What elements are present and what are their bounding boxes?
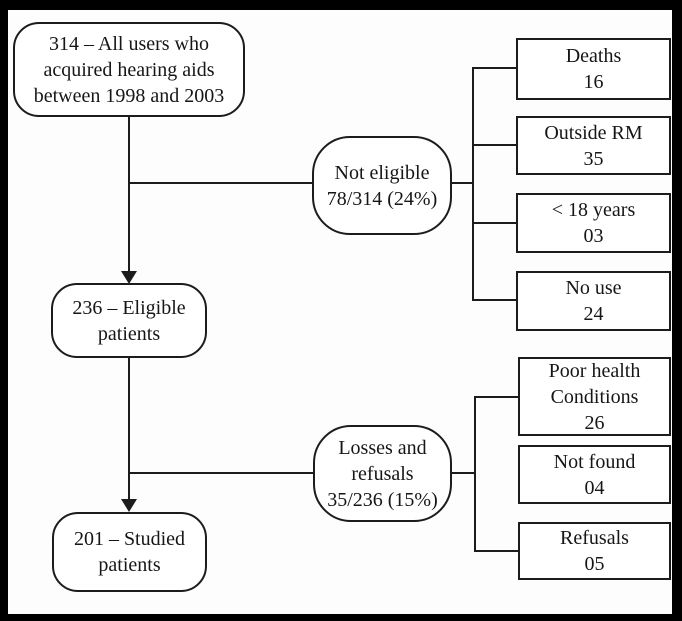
node-poor-health-label1: Poor health [548, 359, 641, 382]
arrowhead-studied-icon [121, 499, 137, 512]
node-poor-health-label2: Conditions [550, 385, 639, 408]
stub-poor-health [474, 396, 518, 398]
stub-refusals [474, 550, 518, 552]
node-poor-health-conditions: Poor health Conditions 26 [518, 357, 671, 436]
node-outside-rm-label: Outside RM [544, 121, 643, 144]
node-not-eligible-line1: Not eligible [334, 161, 430, 184]
connector-branch-not-eligible [128, 182, 312, 184]
node-eligible-line2: patients [97, 322, 161, 345]
node-deaths-label: Deaths [565, 45, 622, 67]
node-outside-rm-value: 35 [583, 147, 604, 170]
node-eligible-patients: 236 – Eligible patients [51, 283, 207, 358]
connector-branch-losses [128, 472, 313, 474]
connector-losses-to-spine [452, 472, 476, 474]
node-not-found-value: 04 [584, 476, 605, 499]
stub-no-use [472, 299, 516, 301]
stub-deaths [472, 67, 516, 69]
node-eligible-line1: 236 – Eligible [72, 296, 186, 319]
node-deaths: Deaths 16 [516, 38, 671, 100]
node-losses-line3: 35/236 (15%) [327, 488, 438, 511]
spine-losses-reasons [474, 396, 476, 552]
node-under-18-label: < 18 years [551, 199, 636, 221]
node-losses-refusals: Losses and refusals 35/236 (15%) [313, 425, 452, 522]
connector-not-eligible-to-spine [450, 182, 474, 184]
node-not-eligible: Not eligible 78/314 (24%) [312, 136, 452, 235]
node-deaths-value: 16 [583, 71, 604, 93]
node-studied-patients: 201 – Studied patients [52, 512, 207, 592]
node-under-18-value: 03 [583, 225, 604, 247]
node-losses-line2: refusals [351, 462, 414, 485]
node-not-found: Not found 04 [518, 445, 671, 504]
node-outside-rm: Outside RM 35 [516, 116, 671, 175]
stub-outside-rm [472, 144, 516, 146]
stub-under-18 [472, 222, 516, 224]
connector-allusers-to-eligible [128, 117, 130, 271]
spine-not-eligible-reasons [472, 67, 474, 301]
node-refusals: Refusals 05 [518, 522, 671, 580]
connector-eligible-to-studied [128, 358, 130, 499]
node-poor-health-value: 26 [584, 411, 605, 434]
node-refusals-label: Refusals [560, 527, 629, 549]
node-all-users-line1: 314 – All users who [49, 32, 209, 55]
node-not-found-label: Not found [553, 450, 636, 473]
node-all-users: 314 – All users who acquired hearing aid… [13, 22, 245, 117]
node-all-users-line3: between 1998 and 2003 [33, 84, 225, 107]
node-studied-line2: patients [98, 554, 161, 576]
arrowhead-eligible-icon [121, 271, 137, 284]
node-under-18-years: < 18 years 03 [516, 193, 671, 253]
node-no-use-label: No use [565, 277, 622, 299]
node-all-users-line2: acquired hearing aids [43, 58, 215, 81]
node-refusals-value: 05 [584, 553, 605, 575]
node-not-eligible-line2: 78/314 (24%) [326, 187, 438, 210]
node-no-use: No use 24 [516, 271, 671, 331]
node-studied-line1: 201 – Studied [73, 528, 186, 550]
node-no-use-value: 24 [583, 303, 604, 325]
node-losses-line1: Losses and [338, 436, 427, 459]
